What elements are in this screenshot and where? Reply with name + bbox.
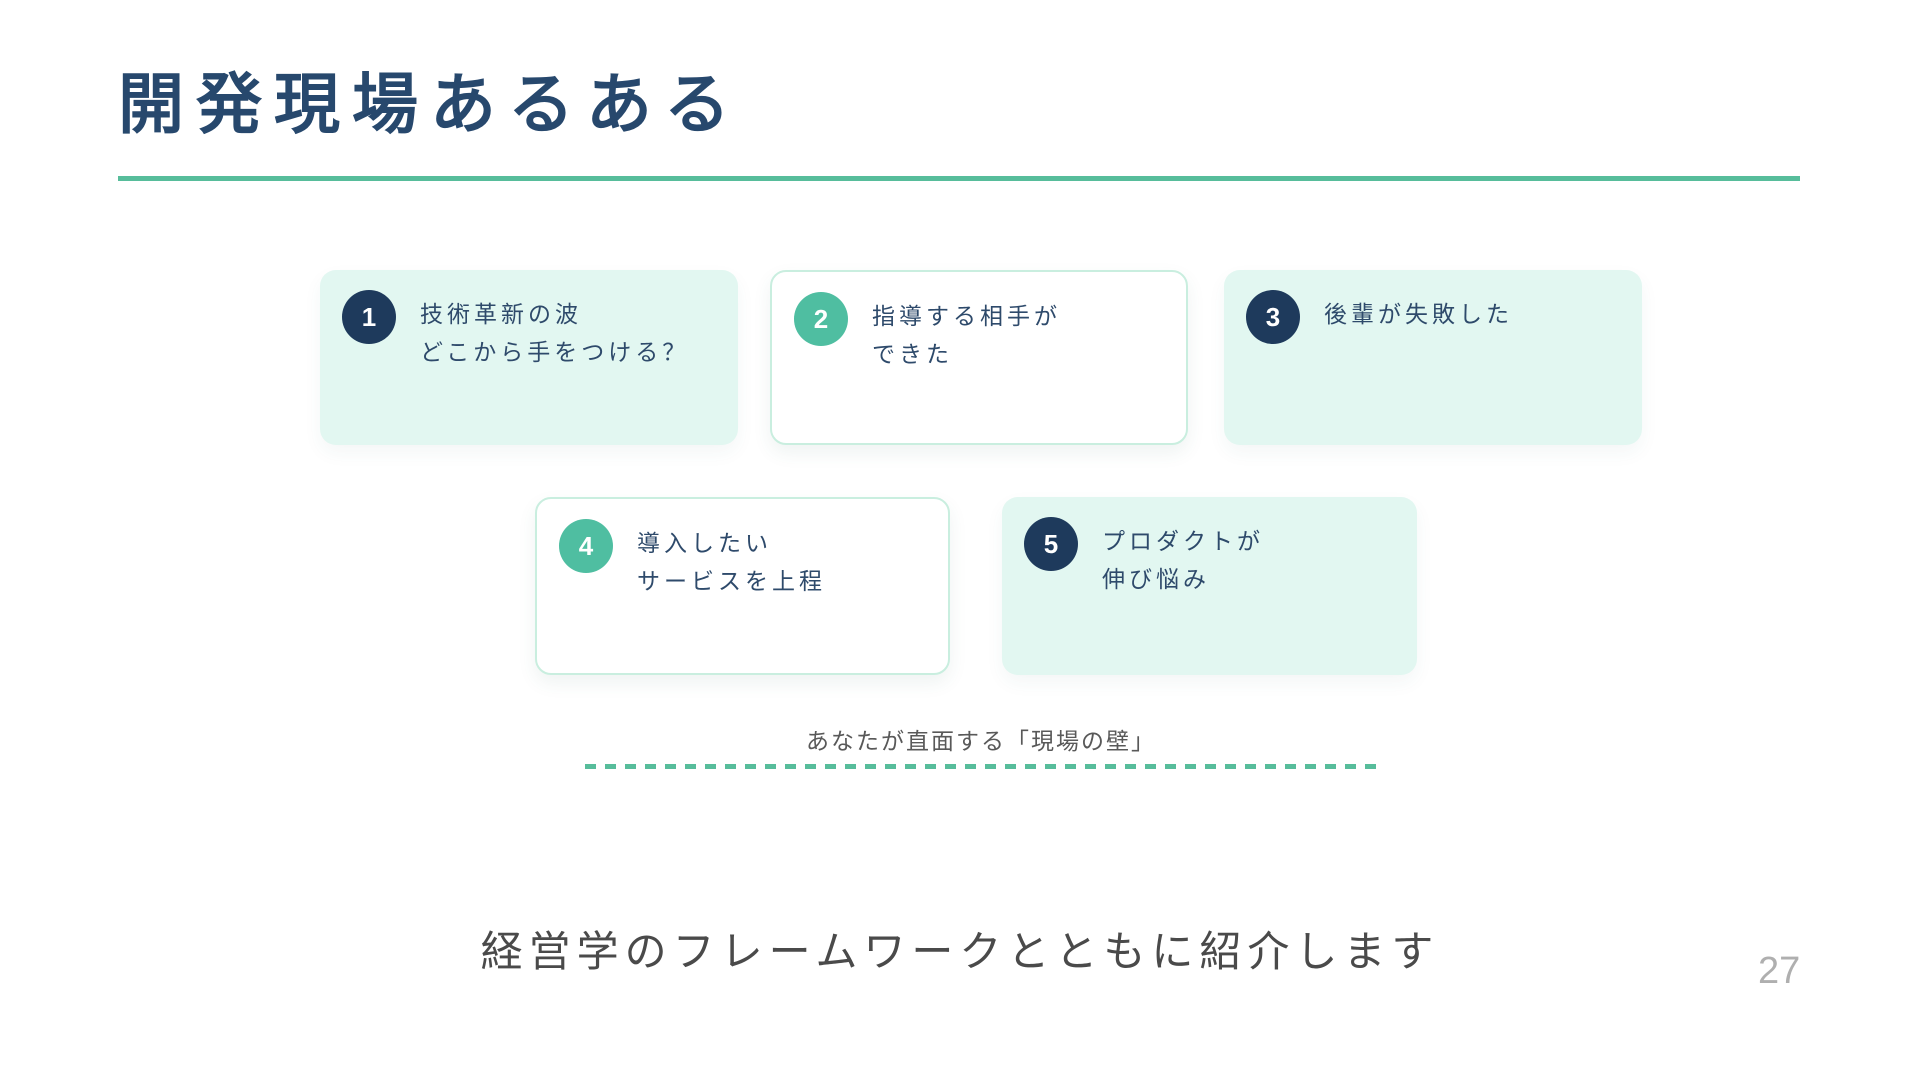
card-3-line-1: 後輩が失敗した xyxy=(1324,301,1513,327)
card-3: 3 後輩が失敗した xyxy=(1224,270,1642,445)
card-4-text: 導入したい サービスを上程 xyxy=(637,524,826,600)
card-4: 4 導入したい サービスを上程 xyxy=(535,497,950,675)
card-5: 5 プロダクトが 伸び悩み xyxy=(1002,497,1417,675)
card-5-text: プロダクトが 伸び悩み xyxy=(1102,522,1264,598)
card-2: 2 指導する相手が できた xyxy=(770,270,1188,445)
caption-text: あなたが直面する「現場の壁」 xyxy=(806,728,1156,754)
card-2-number-badge: 2 xyxy=(794,292,848,346)
card-1: 1 技術革新の波 どこから手をつける？ xyxy=(320,270,738,445)
card-1-number-badge: 1 xyxy=(342,290,396,344)
card-4-line-1: 導入したい xyxy=(637,530,772,556)
card-2-line-2: できた xyxy=(872,341,953,367)
card-1-text: 技術革新の波 どこから手をつける？ xyxy=(420,295,689,371)
card-5-line-2: 伸び悩み xyxy=(1102,566,1210,592)
page-number: 27 xyxy=(1758,950,1801,992)
card-3-number-badge: 3 xyxy=(1246,290,1300,344)
footer-message: 経営学のフレームワークとともに紹介します xyxy=(480,928,1440,975)
card-2-text: 指導する相手が できた xyxy=(872,297,1061,373)
card-4-number-badge: 4 xyxy=(559,519,613,573)
card-1-line-1: 技術革新の波 xyxy=(420,301,582,327)
page-title: 開発現場あるある xyxy=(118,67,742,141)
title-underline xyxy=(118,176,1800,181)
card-4-line-2: サービスを上程 xyxy=(637,568,826,594)
card-2-line-1: 指導する相手が xyxy=(872,303,1061,329)
card-3-text: 後輩が失敗した xyxy=(1324,295,1513,333)
dashed-underline xyxy=(585,764,1377,769)
card-5-number-badge: 5 xyxy=(1024,517,1078,571)
card-1-line-2: どこから手をつける？ xyxy=(420,339,690,365)
card-5-line-1: プロダクトが xyxy=(1102,528,1264,554)
